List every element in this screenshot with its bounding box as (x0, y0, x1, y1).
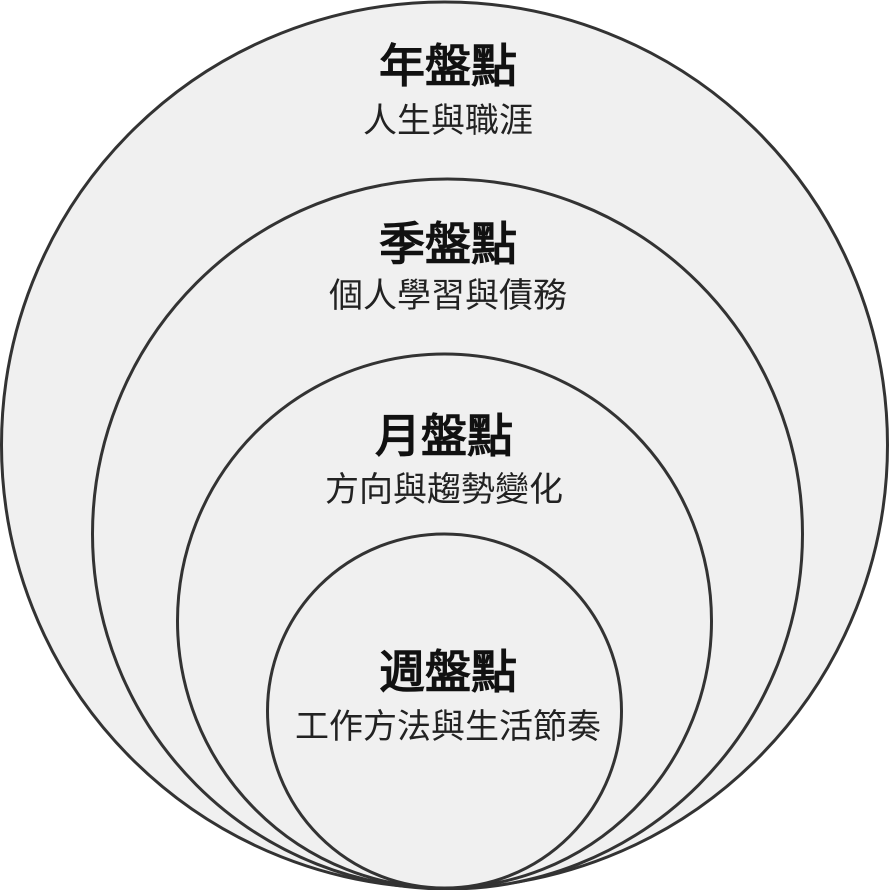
ring-month-title: 月盤點 (375, 409, 513, 463)
ring-year-subtitle: 人生與職涯 (363, 101, 533, 141)
ring-quarter-title: 季盤點 (379, 217, 517, 271)
ring-week-subtitle: 工作方法與生活節奏 (295, 707, 601, 747)
ring-year-title: 年盤點 (379, 39, 517, 93)
ring-week (266, 532, 623, 890)
ring-quarter-subtitle: 個人學習與債務 (329, 276, 567, 316)
ring-week-title: 週盤點 (379, 645, 517, 699)
ring-month-subtitle: 方向與趨勢變化 (325, 470, 563, 510)
